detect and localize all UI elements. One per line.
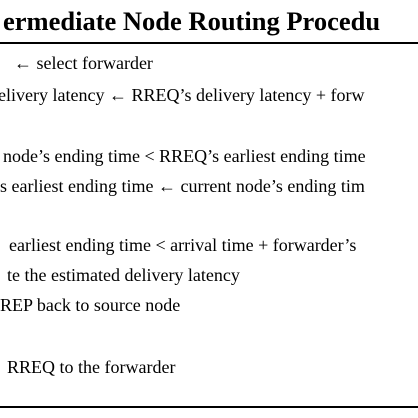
- algorithm-line-1: ← select forwarder: [14, 53, 153, 73]
- algorithm-title: ermediate Node Routing Procedu: [3, 6, 381, 36]
- algorithm-line-4: s earliest ending time ← current node’s …: [0, 176, 365, 196]
- algorithm-line-8: RREQ to the forwarder: [7, 357, 176, 377]
- algorithm-line-2: elivery latency ← RREQ’s delivery latenc…: [0, 85, 365, 105]
- algorithm-header: ermediate Node Routing Procedu: [0, 0, 418, 44]
- algorithm-line-3: node’s ending time < RREQ’s earliest end…: [3, 146, 366, 166]
- algorithm-line-5: earliest ending time < arrival time + fo…: [9, 235, 357, 255]
- algorithm-line-6: te the estimated delivery latency: [7, 265, 240, 285]
- bottom-rule: [0, 406, 418, 408]
- algorithm-line-7: REP back to source node: [0, 295, 181, 315]
